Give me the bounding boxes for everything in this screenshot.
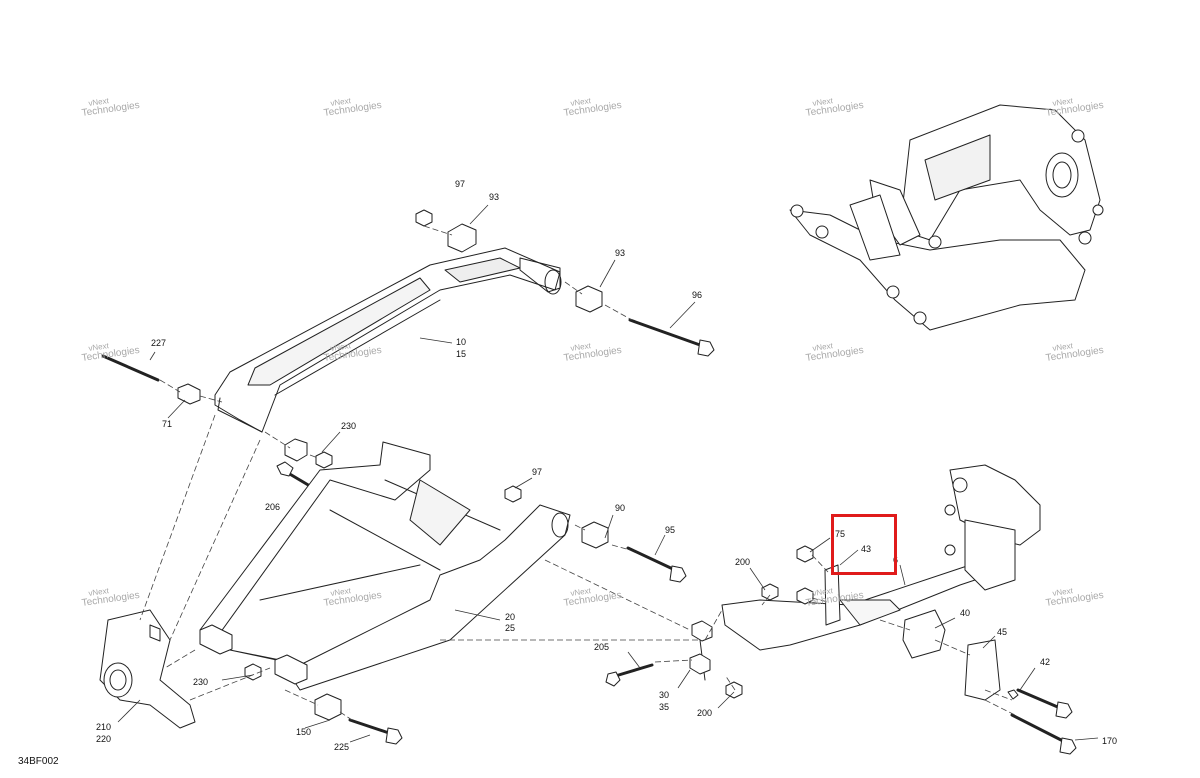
callout-label: 210 [96,722,112,732]
callout-label: 93 [615,248,626,258]
callout-label: 25 [505,623,516,633]
highlight-box [831,514,897,575]
callout-label: 220 [96,734,112,744]
callout-label: 42 [1040,657,1051,667]
callout-label: 30 [659,690,670,700]
callout-label: 97 [532,467,543,477]
knuckle [99,609,196,729]
callout-label: 225 [334,742,350,752]
callout-label: 75 [835,529,846,539]
diagram-id: 34BF002 [18,756,59,767]
callout-label: 90 [615,503,626,513]
callout-label: 230 [341,421,357,431]
leader-lines [117,204,1099,743]
callout-label: 200 [735,557,751,567]
callout-label: 170 [1102,736,1118,746]
callout-label: 45 [997,627,1008,637]
callout-label: 35 [659,702,670,712]
callout-label: 40 [960,608,971,618]
callout-label: 43 [861,544,872,554]
upper-a-arm [214,247,562,433]
callout-label: 71 [162,419,173,429]
dashed-alignment [139,225,1016,721]
sway-bar [605,464,1077,755]
callout-label: 227 [151,338,167,348]
callout-label: 93 [489,192,500,202]
callout-label: 200 [697,708,713,718]
callout-label: 96 [692,290,703,300]
callout-label: 97 [455,179,466,189]
callout-label: 95 [665,525,676,535]
callout-label: 206 [265,502,281,512]
callout-label: 15 [456,349,467,359]
callout-label: 150 [296,727,312,737]
assembled-view [789,104,1104,331]
callout-label: 20 [505,612,516,622]
lower-a-arm [199,441,687,745]
callout-label: 205 [594,642,610,652]
callout-label: 230 [193,677,209,687]
callout-label: 10 [456,337,467,347]
